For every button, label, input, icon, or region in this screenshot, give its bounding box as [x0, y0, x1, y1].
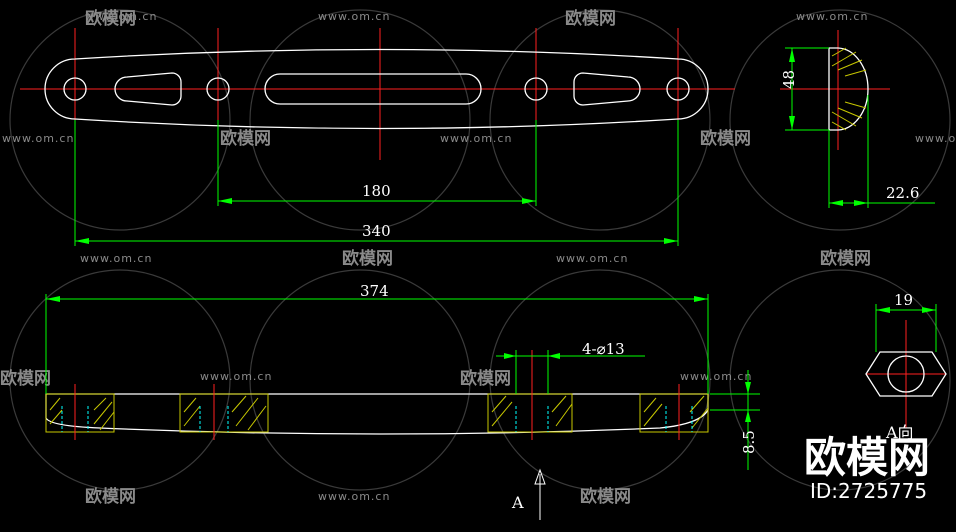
dimension-340: 340 — [362, 222, 391, 240]
watermark-logo: 欧模网 — [565, 8, 616, 29]
watermark-logo: 欧模网 — [85, 8, 136, 29]
dimension-8-5: 8.5 — [740, 430, 758, 454]
watermark-url: www.om.cn — [915, 132, 956, 145]
watermark-url: www.om.cn — [318, 490, 390, 503]
dimension-374: 374 — [360, 282, 389, 300]
dimension-22-6: 22.6 — [886, 184, 919, 202]
watermark-logo: 欧模网 — [460, 368, 511, 389]
front-outline — [45, 393, 709, 435]
arrow-a-label: A — [511, 493, 524, 512]
side-dimensions — [785, 47, 935, 208]
watermark-url: www.om.cn — [680, 370, 752, 383]
front-hatch — [45, 393, 709, 433]
watermark-logo: 欧模网 — [0, 368, 51, 389]
watermark-url: www.om.cn — [2, 132, 74, 145]
watermark-url: www.om.cn — [200, 370, 272, 383]
watermark-logo: 欧模网 — [580, 486, 631, 507]
side-hatch — [828, 47, 869, 131]
center-lines — [20, 28, 735, 160]
front-view: 374 4-⌀13 8.5 A — [45, 282, 760, 520]
brand-id: ID:2725775 — [810, 479, 927, 503]
brand-overlay: 欧模网 ID:2725775 — [804, 433, 930, 503]
view-a-label: A向 — [885, 423, 914, 442]
hex-nut-view: 19 A向 — [865, 291, 947, 442]
watermark-logo: 欧模网 — [220, 128, 271, 149]
side-section: 48 22.6 — [780, 30, 935, 208]
top-outline — [44, 48, 709, 130]
watermark-url: www.om.cn — [440, 132, 512, 145]
top-view: 180 340 — [20, 28, 735, 246]
dimension-holes: 4-⌀13 — [582, 340, 625, 358]
front-dimensions — [45, 294, 760, 470]
hole-hidden-lines — [61, 406, 693, 432]
watermark-logo: 欧模网 — [820, 248, 871, 269]
watermark-url: www.om.cn — [556, 252, 628, 265]
brand-name: 欧模网 — [804, 433, 930, 482]
watermark-circles — [9, 9, 951, 491]
watermark-url: www.om.cn — [80, 252, 152, 265]
watermark-logo: 欧模网 — [700, 128, 751, 149]
dimension-19: 19 — [894, 291, 913, 309]
watermark-url: www.om.cn — [796, 10, 868, 23]
watermark-logo: 欧模网 — [85, 486, 136, 507]
dimension-180: 180 — [362, 182, 391, 200]
watermarks: www.om.cn 欧模网 www.om.cn 欧模网 www.om.cn ww… — [0, 8, 956, 507]
watermark-logo: 欧模网 — [342, 248, 393, 269]
watermark-url: www.om.cn — [85, 10, 157, 23]
watermark-url: www.om.cn — [318, 10, 390, 23]
dimension-48: 48 — [780, 70, 798, 89]
front-center-lines — [74, 350, 680, 440]
view-arrow-a — [534, 468, 546, 520]
top-dimensions — [74, 120, 679, 246]
